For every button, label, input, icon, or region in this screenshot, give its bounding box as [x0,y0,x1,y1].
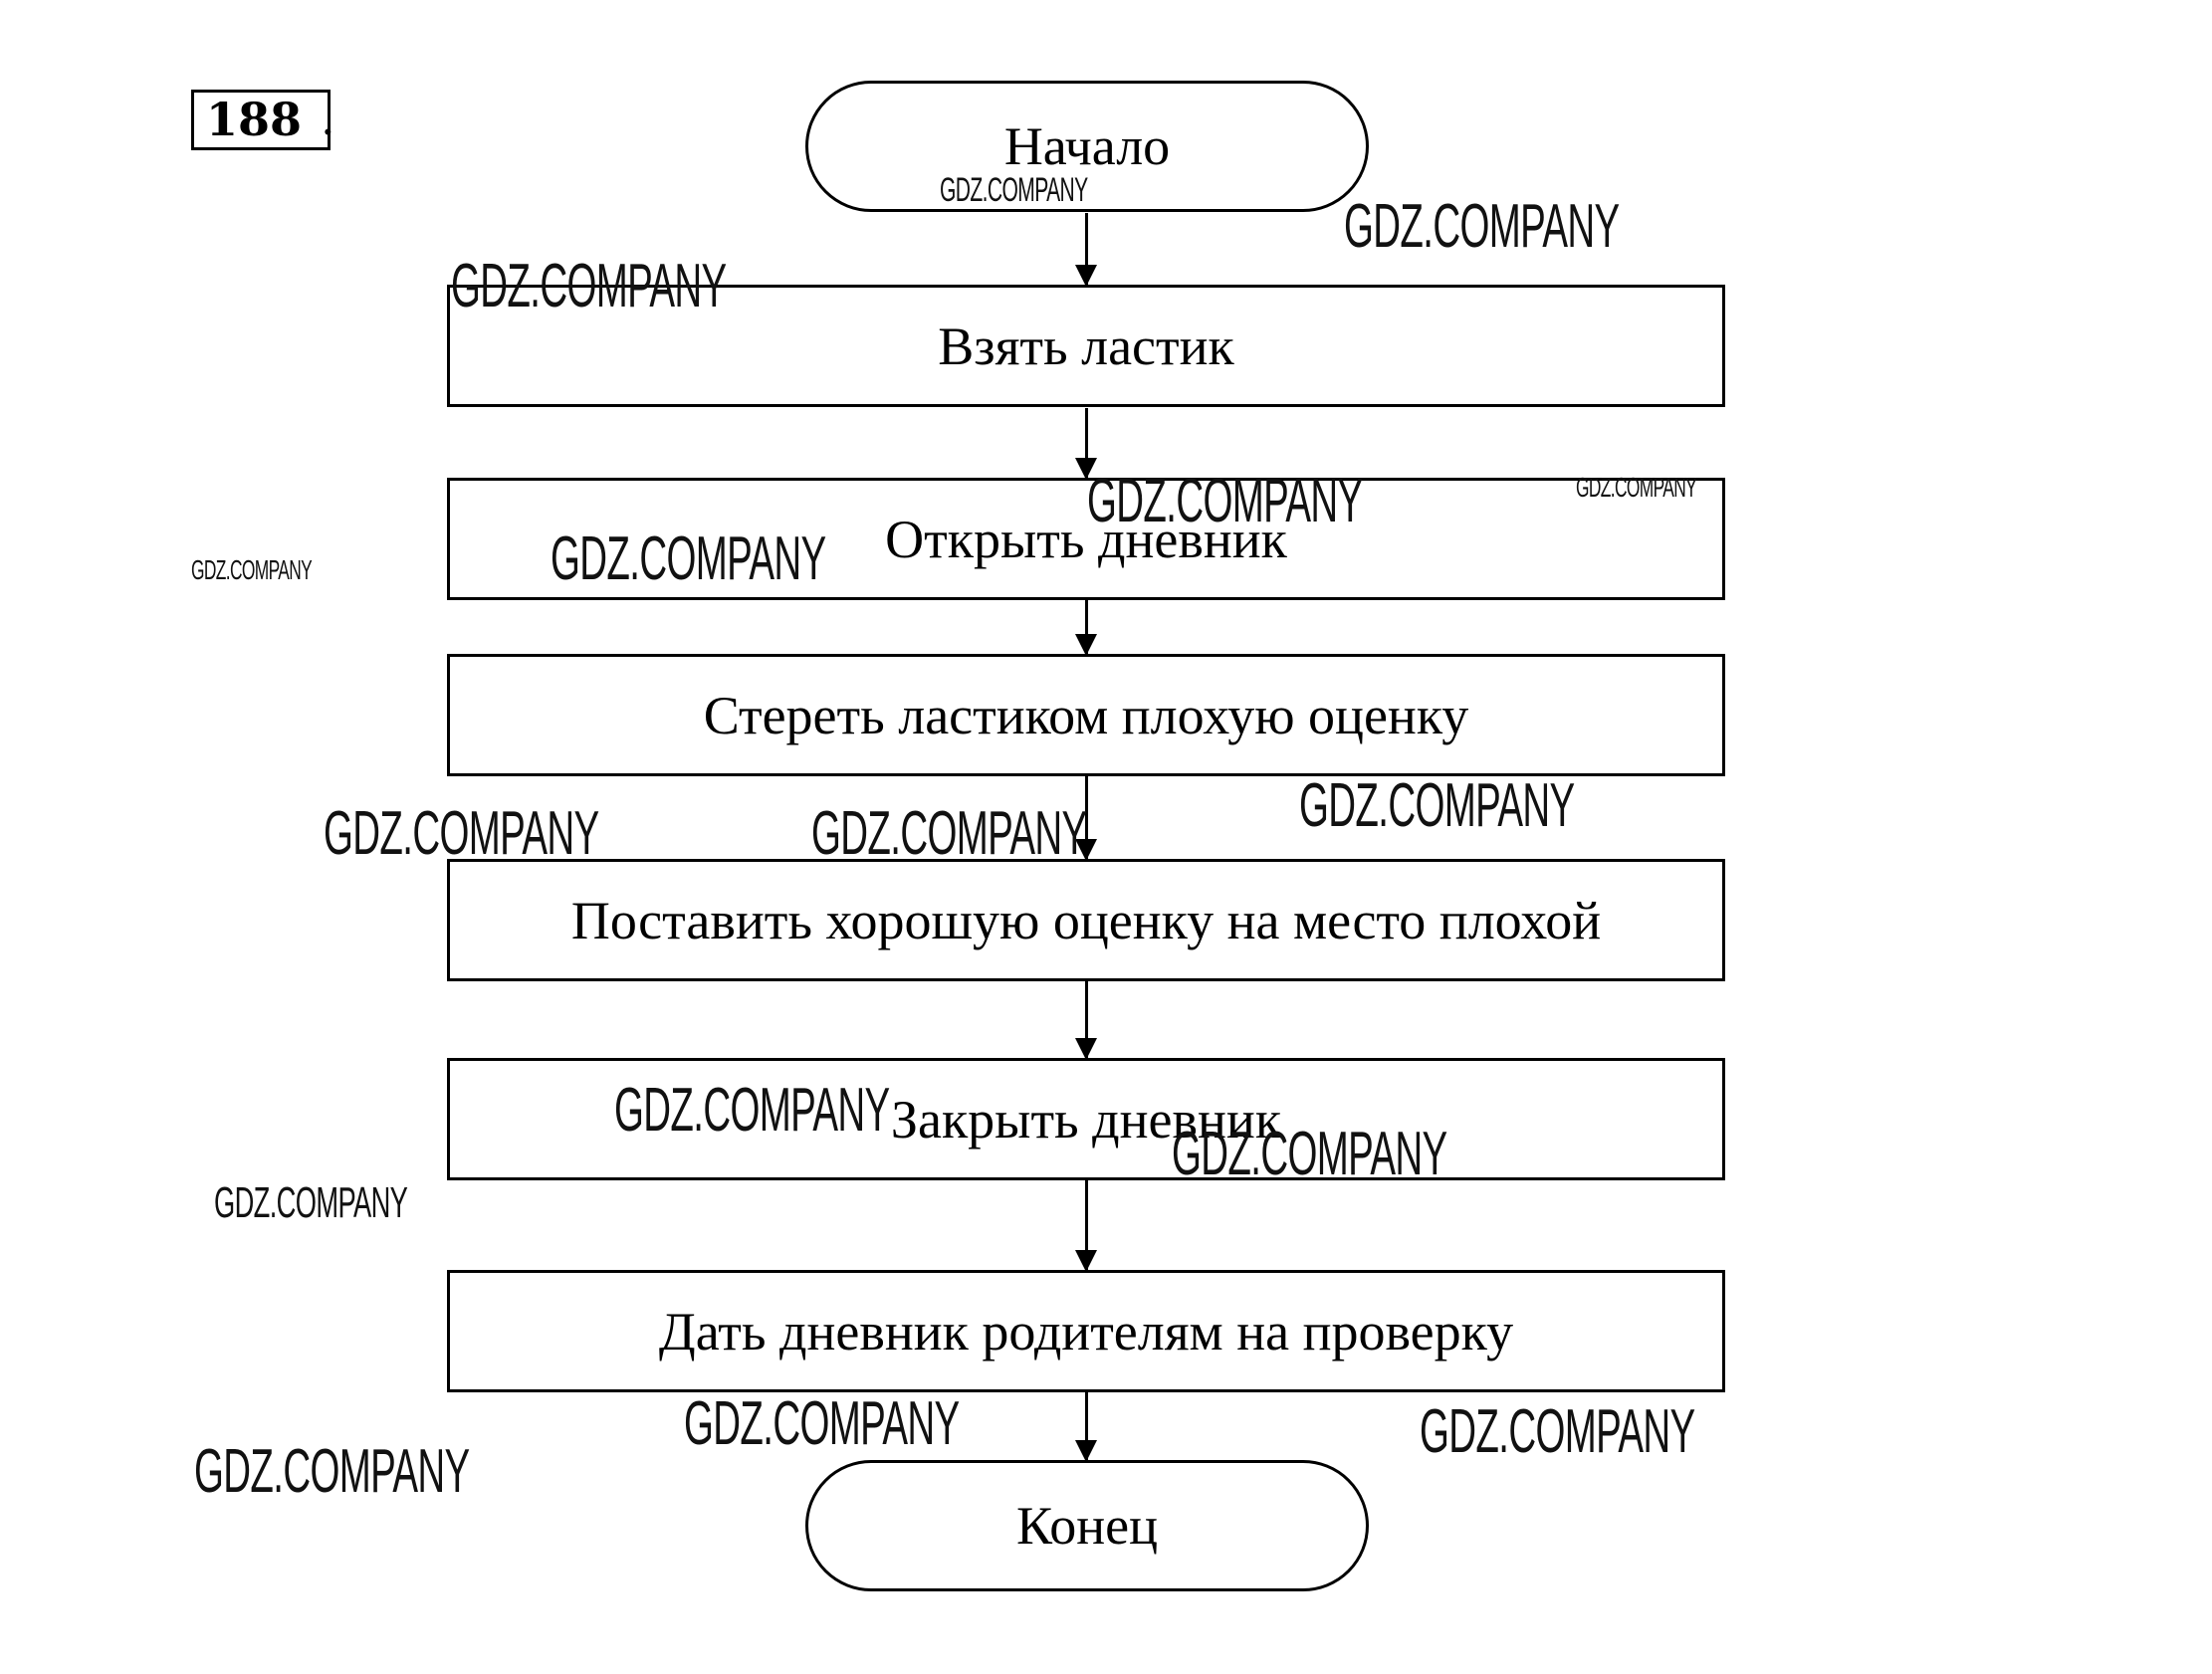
watermark: GDZ.COMPANY [1299,771,1575,840]
end-label: Конец [1015,1496,1159,1556]
watermark: GDZ.COMPANY [1172,1120,1447,1188]
arrow-step5-to-step6 [1075,1179,1097,1272]
watermark: GDZ.COMPANY [1344,192,1620,261]
step-label-2: Открыть дневник [885,509,1287,569]
start-label: Начало [1003,116,1171,176]
watermark: GDZ.COMPANY [614,1076,890,1145]
arrow-step1-to-step2 [1075,408,1097,480]
arrow-step6-to-end [1075,1392,1097,1462]
watermark: GDZ.COMPANY [811,799,1087,868]
watermark: GDZ.COMPANY [1420,1397,1695,1466]
arrow-step2-to-step3 [1075,599,1097,656]
step-box-5: Закрыть дневник [447,1058,1725,1180]
arrow-step3-to-step4 [1075,775,1097,861]
watermark: GDZ.COMPANY [551,524,826,593]
watermark: GDZ.COMPANY [191,554,313,585]
step-label-6: Дать дневник родителям на проверку [658,1301,1514,1361]
watermark: GDZ.COMPANY [324,799,599,868]
start-terminal: Начало [805,81,1369,212]
watermark: GDZ.COMPANY [194,1437,470,1506]
problem-number-dot: . [321,92,335,145]
arrow-step4-to-step5 [1075,981,1097,1060]
end-terminal: Конец [805,1460,1369,1591]
watermark: GDZ.COMPANY [214,1178,408,1227]
watermark: GDZ.COMPANY [1576,472,1697,503]
step-box-1: Взять ластик [447,285,1725,407]
watermark: GDZ.COMPANY [451,252,727,320]
step-label-1: Взять ластик [938,315,1234,376]
step-box-6: Дать дневник родителям на проверку [447,1270,1725,1392]
watermark: GDZ.COMPANY [684,1389,960,1458]
watermark: GDZ.COMPANY [940,171,1088,209]
watermark: GDZ.COMPANY [1087,467,1363,535]
step-label-3: Стереть ластиком плохую оценку [703,685,1469,745]
arrow-start-to-step1 [1075,213,1097,287]
problem-number: 188 [191,90,331,150]
step-label-5: Закрыть дневник [890,1089,1282,1150]
step-box-3: Стереть ластиком плохую оценку [447,654,1725,776]
step-label-4: Поставить хорошую оценку на место плохой [570,890,1602,950]
step-box-2: Открыть дневник [447,478,1725,600]
step-box-4: Поставить хорошую оценку на место плохой [447,859,1725,981]
